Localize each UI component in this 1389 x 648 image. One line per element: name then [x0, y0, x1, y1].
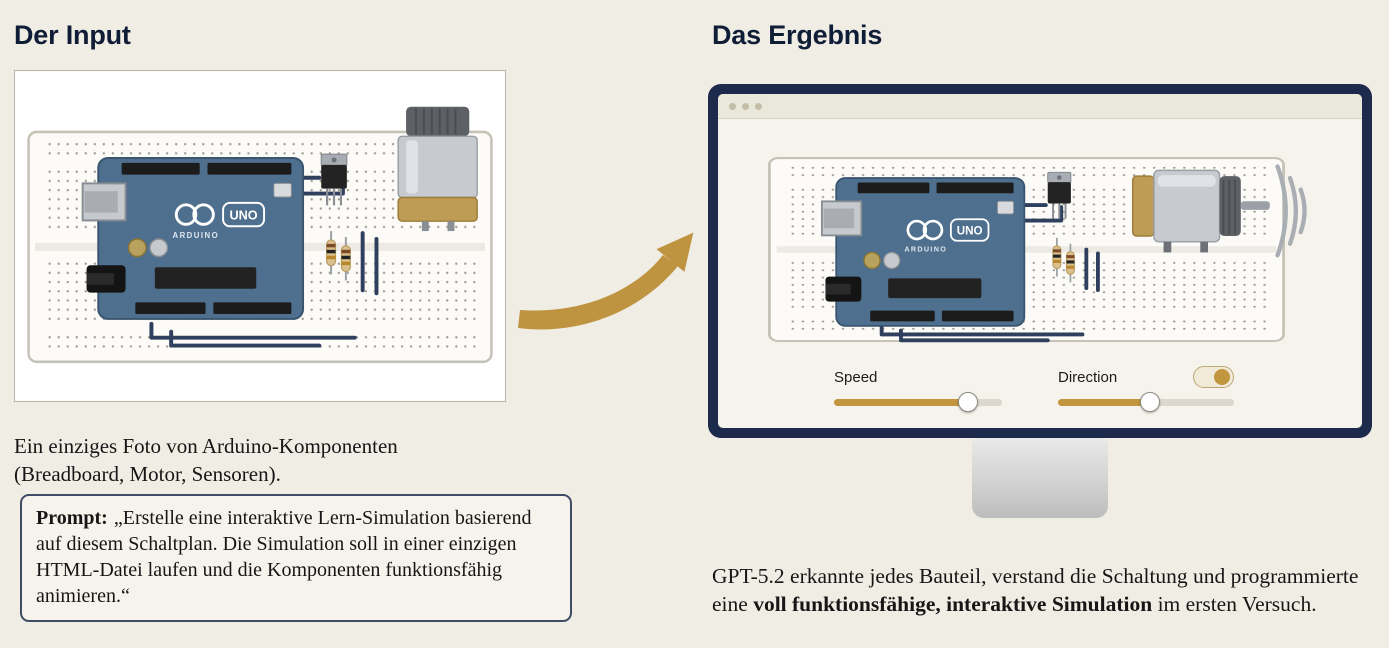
direction-slider[interactable]: [1058, 392, 1234, 412]
result-caption-bold: voll funktionsfähige, interaktive Simula…: [753, 592, 1153, 617]
speed-label: Speed: [834, 368, 878, 386]
result-caption-before: GPT-5.2 erkannte jedes Bauteil, verstand…: [712, 563, 1359, 617]
speed-control: Speed: [834, 365, 1002, 412]
input-section-title: Der Input: [14, 20, 131, 50]
speed-slider-knob[interactable]: [958, 392, 979, 412]
direction-label: Direction: [1058, 368, 1118, 386]
simulation-scene: [768, 156, 1307, 343]
monitor-stand: [972, 438, 1108, 518]
direction-slider-fill: [1058, 399, 1150, 406]
result-caption-after: im ersten Versuch.: [1152, 592, 1317, 617]
input-photo: [14, 70, 506, 402]
prompt-box: Prompt:„Erstelle eine interaktive Lern-S…: [20, 494, 572, 622]
simulation-controls: Speed Direction: [718, 365, 1362, 415]
motion-lines-icon: [1275, 164, 1307, 258]
prompt-text: „Erstelle eine interaktive Lern-Simulati…: [36, 507, 532, 607]
direction-toggle[interactable]: [1193, 366, 1234, 388]
window-dot: [742, 102, 749, 110]
jumper-wires: [149, 173, 379, 348]
transform-arrow-icon: [512, 206, 707, 341]
prompt-label: Prompt:: [36, 507, 108, 529]
monitor: Speed Direction: [708, 84, 1372, 438]
speed-slider-fill: [834, 399, 969, 406]
direction-slider-knob[interactable]: [1139, 392, 1160, 412]
direction-toggle-knob[interactable]: [1214, 368, 1230, 385]
input-caption: Ein einziges Foto von Arduino-Komponente…: [14, 434, 398, 486]
direction-control: Direction: [1058, 365, 1234, 412]
browser-window: Speed Direction: [718, 94, 1362, 428]
window-dot: [755, 102, 762, 110]
dc-motor: [397, 105, 479, 233]
window-dot: [729, 102, 736, 110]
result-section-title: Das Ergebnis: [712, 20, 883, 50]
browser-titlebar: [718, 94, 1362, 119]
result-caption: GPT-5.2 erkannte jedes Bauteil, verstand…: [712, 562, 1384, 619]
speed-slider[interactable]: [834, 392, 1002, 412]
arduino-board: [820, 176, 1026, 328]
arduino-board: [81, 156, 305, 321]
input-photo-scene: [27, 105, 493, 364]
